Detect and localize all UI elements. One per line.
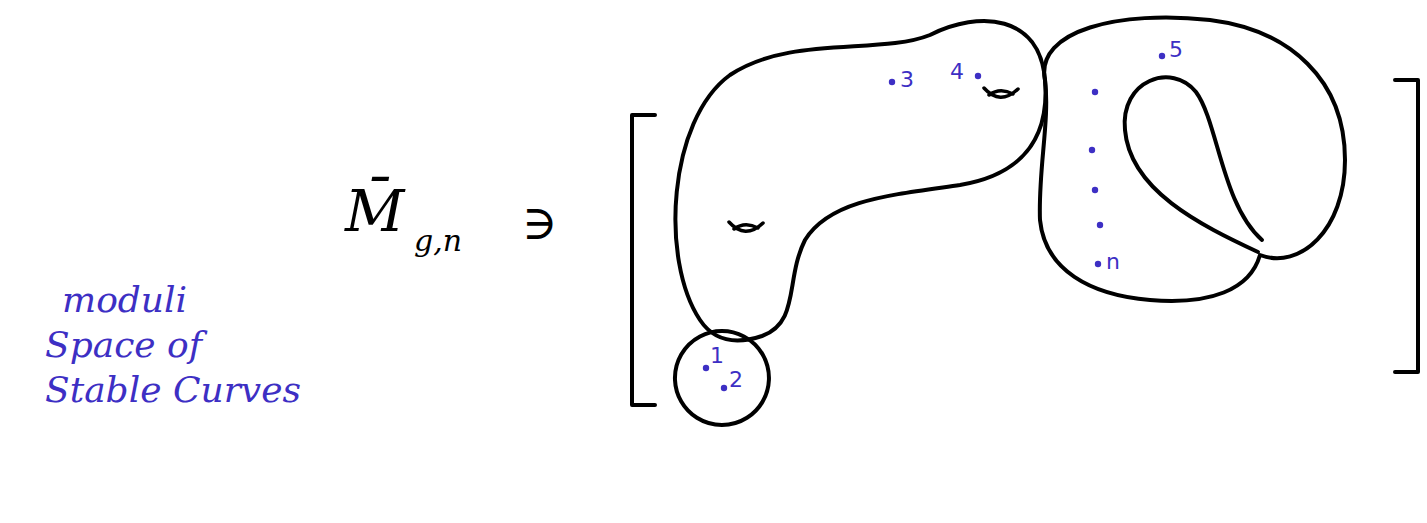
math-symbol: g,n (414, 224, 462, 257)
curve-component: 5n (1025, 5, 1355, 310)
surface-outline (1125, 77, 1262, 252)
marked-point (1089, 147, 1095, 153)
point-label: 4 (950, 60, 964, 84)
math-symbol: ∋ (522, 196, 558, 249)
surface-outline (675, 21, 1045, 340)
marked-point (703, 365, 709, 371)
component-outline (665, 322, 780, 434)
handwritten-note: Space of (45, 325, 202, 365)
surface-outline (675, 331, 769, 425)
point-label: 1 (710, 344, 724, 368)
marked-point (1097, 222, 1103, 228)
marked-point (889, 79, 895, 85)
component-outline (655, 5, 1060, 355)
marked-point (1095, 261, 1101, 267)
marked-point (1092, 89, 1098, 95)
math-symbol: M̄ (345, 180, 404, 244)
marked-point (721, 385, 727, 391)
genus-hole (984, 88, 1018, 97)
point-label: n (1106, 250, 1120, 274)
curve-component: 12 (665, 322, 780, 434)
marked-point (975, 73, 981, 79)
curve-component: 34 (655, 5, 1060, 355)
point-label: 5 (1169, 38, 1183, 62)
left-bracket (632, 115, 655, 405)
genus-hole (729, 222, 763, 231)
marked-point (1159, 53, 1165, 59)
surface-outline (1040, 18, 1345, 301)
component-outline (1025, 5, 1355, 310)
handwritten-note: Stable Curves (45, 370, 301, 410)
point-label: 3 (900, 68, 914, 92)
point-label: 2 (729, 368, 743, 392)
right-bracket (1395, 80, 1418, 372)
marked-point (1092, 187, 1098, 193)
handwritten-note: moduli (62, 280, 187, 320)
